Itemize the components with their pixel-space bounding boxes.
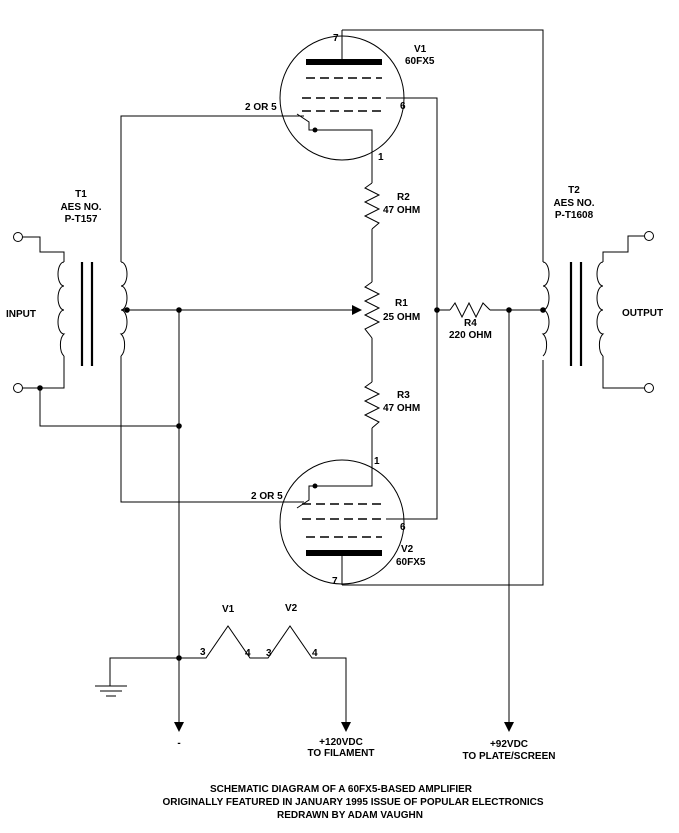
r4-name: R4	[464, 318, 477, 329]
filament-v2-label: V2	[285, 603, 298, 614]
filament-pin-d: 4	[312, 648, 318, 659]
supply-arrows	[174, 722, 514, 732]
transformer-t2	[541, 261, 605, 366]
filament-supply-line1: +120VDC	[319, 737, 363, 748]
v2-name: V2	[401, 544, 414, 555]
t1-line2: P-T157	[65, 214, 98, 225]
neg-supply-label: -	[177, 738, 180, 749]
filament-supply-line2: TO FILAMENT	[307, 748, 374, 759]
v1-name: V1	[414, 44, 427, 55]
tube-v2	[279, 459, 405, 585]
v1-pin-grid: 2 OR 5	[245, 102, 277, 113]
r4-value: 220 OHM	[449, 330, 492, 341]
resistor-r4	[449, 301, 491, 319]
plate-supply-line1: +92VDC	[490, 739, 528, 750]
output-label: OUTPUT	[622, 308, 663, 319]
filament-pin-c: 3	[266, 648, 272, 659]
filament-pin-a: 3	[200, 647, 206, 658]
v2-type: 60FX5	[396, 557, 426, 568]
v1-pin-screen: 6	[400, 101, 406, 112]
r3-name: R3	[397, 390, 410, 401]
t2-line2: P-T1608	[555, 210, 594, 221]
r2-name: R2	[397, 192, 410, 203]
r3-value: 47 OHM	[383, 403, 420, 414]
resistor-r2	[363, 182, 381, 230]
transformer-t1	[57, 261, 128, 366]
plate-supply-line2: TO PLATE/SCREEN	[463, 751, 556, 762]
r1-name: R1	[395, 298, 408, 309]
input-label: INPUT	[6, 309, 36, 320]
terminals	[13, 231, 654, 393]
junction-dots	[37, 307, 546, 661]
v1-pin-cathode: 1	[378, 152, 384, 163]
v2-pin-grid: 2 OR 5	[251, 491, 283, 502]
r2-value: 47 OHM	[383, 205, 420, 216]
filament-pin-b: 4	[245, 648, 251, 659]
v1-pin-plate: 7	[333, 33, 339, 44]
t1-name: T1	[75, 189, 87, 200]
wiring	[22, 29, 645, 722]
caption-line1: SCHEMATIC DIAGRAM OF A 60FX5-BASED AMPLI…	[210, 784, 473, 795]
v2-pin-screen: 6	[400, 522, 406, 533]
caption-line2: ORIGINALLY FEATURED IN JANUARY 1995 ISSU…	[163, 797, 544, 808]
t2-line1: AES NO.	[553, 198, 594, 209]
caption-line3: REDRAWN BY ADAM VAUGHN	[277, 810, 423, 821]
t1-line1: AES NO.	[60, 202, 101, 213]
v2-pin-cathode: 1	[374, 456, 380, 467]
resistor-r3	[363, 381, 381, 429]
v2-pin-plate: 7	[332, 576, 338, 587]
filament-v1-label: V1	[222, 604, 235, 615]
v1-type: 60FX5	[405, 56, 435, 67]
t2-name: T2	[568, 185, 580, 196]
resistor-r1	[352, 281, 381, 339]
r1-value: 25 OHM	[383, 312, 420, 323]
tube-v1	[279, 30, 405, 161]
